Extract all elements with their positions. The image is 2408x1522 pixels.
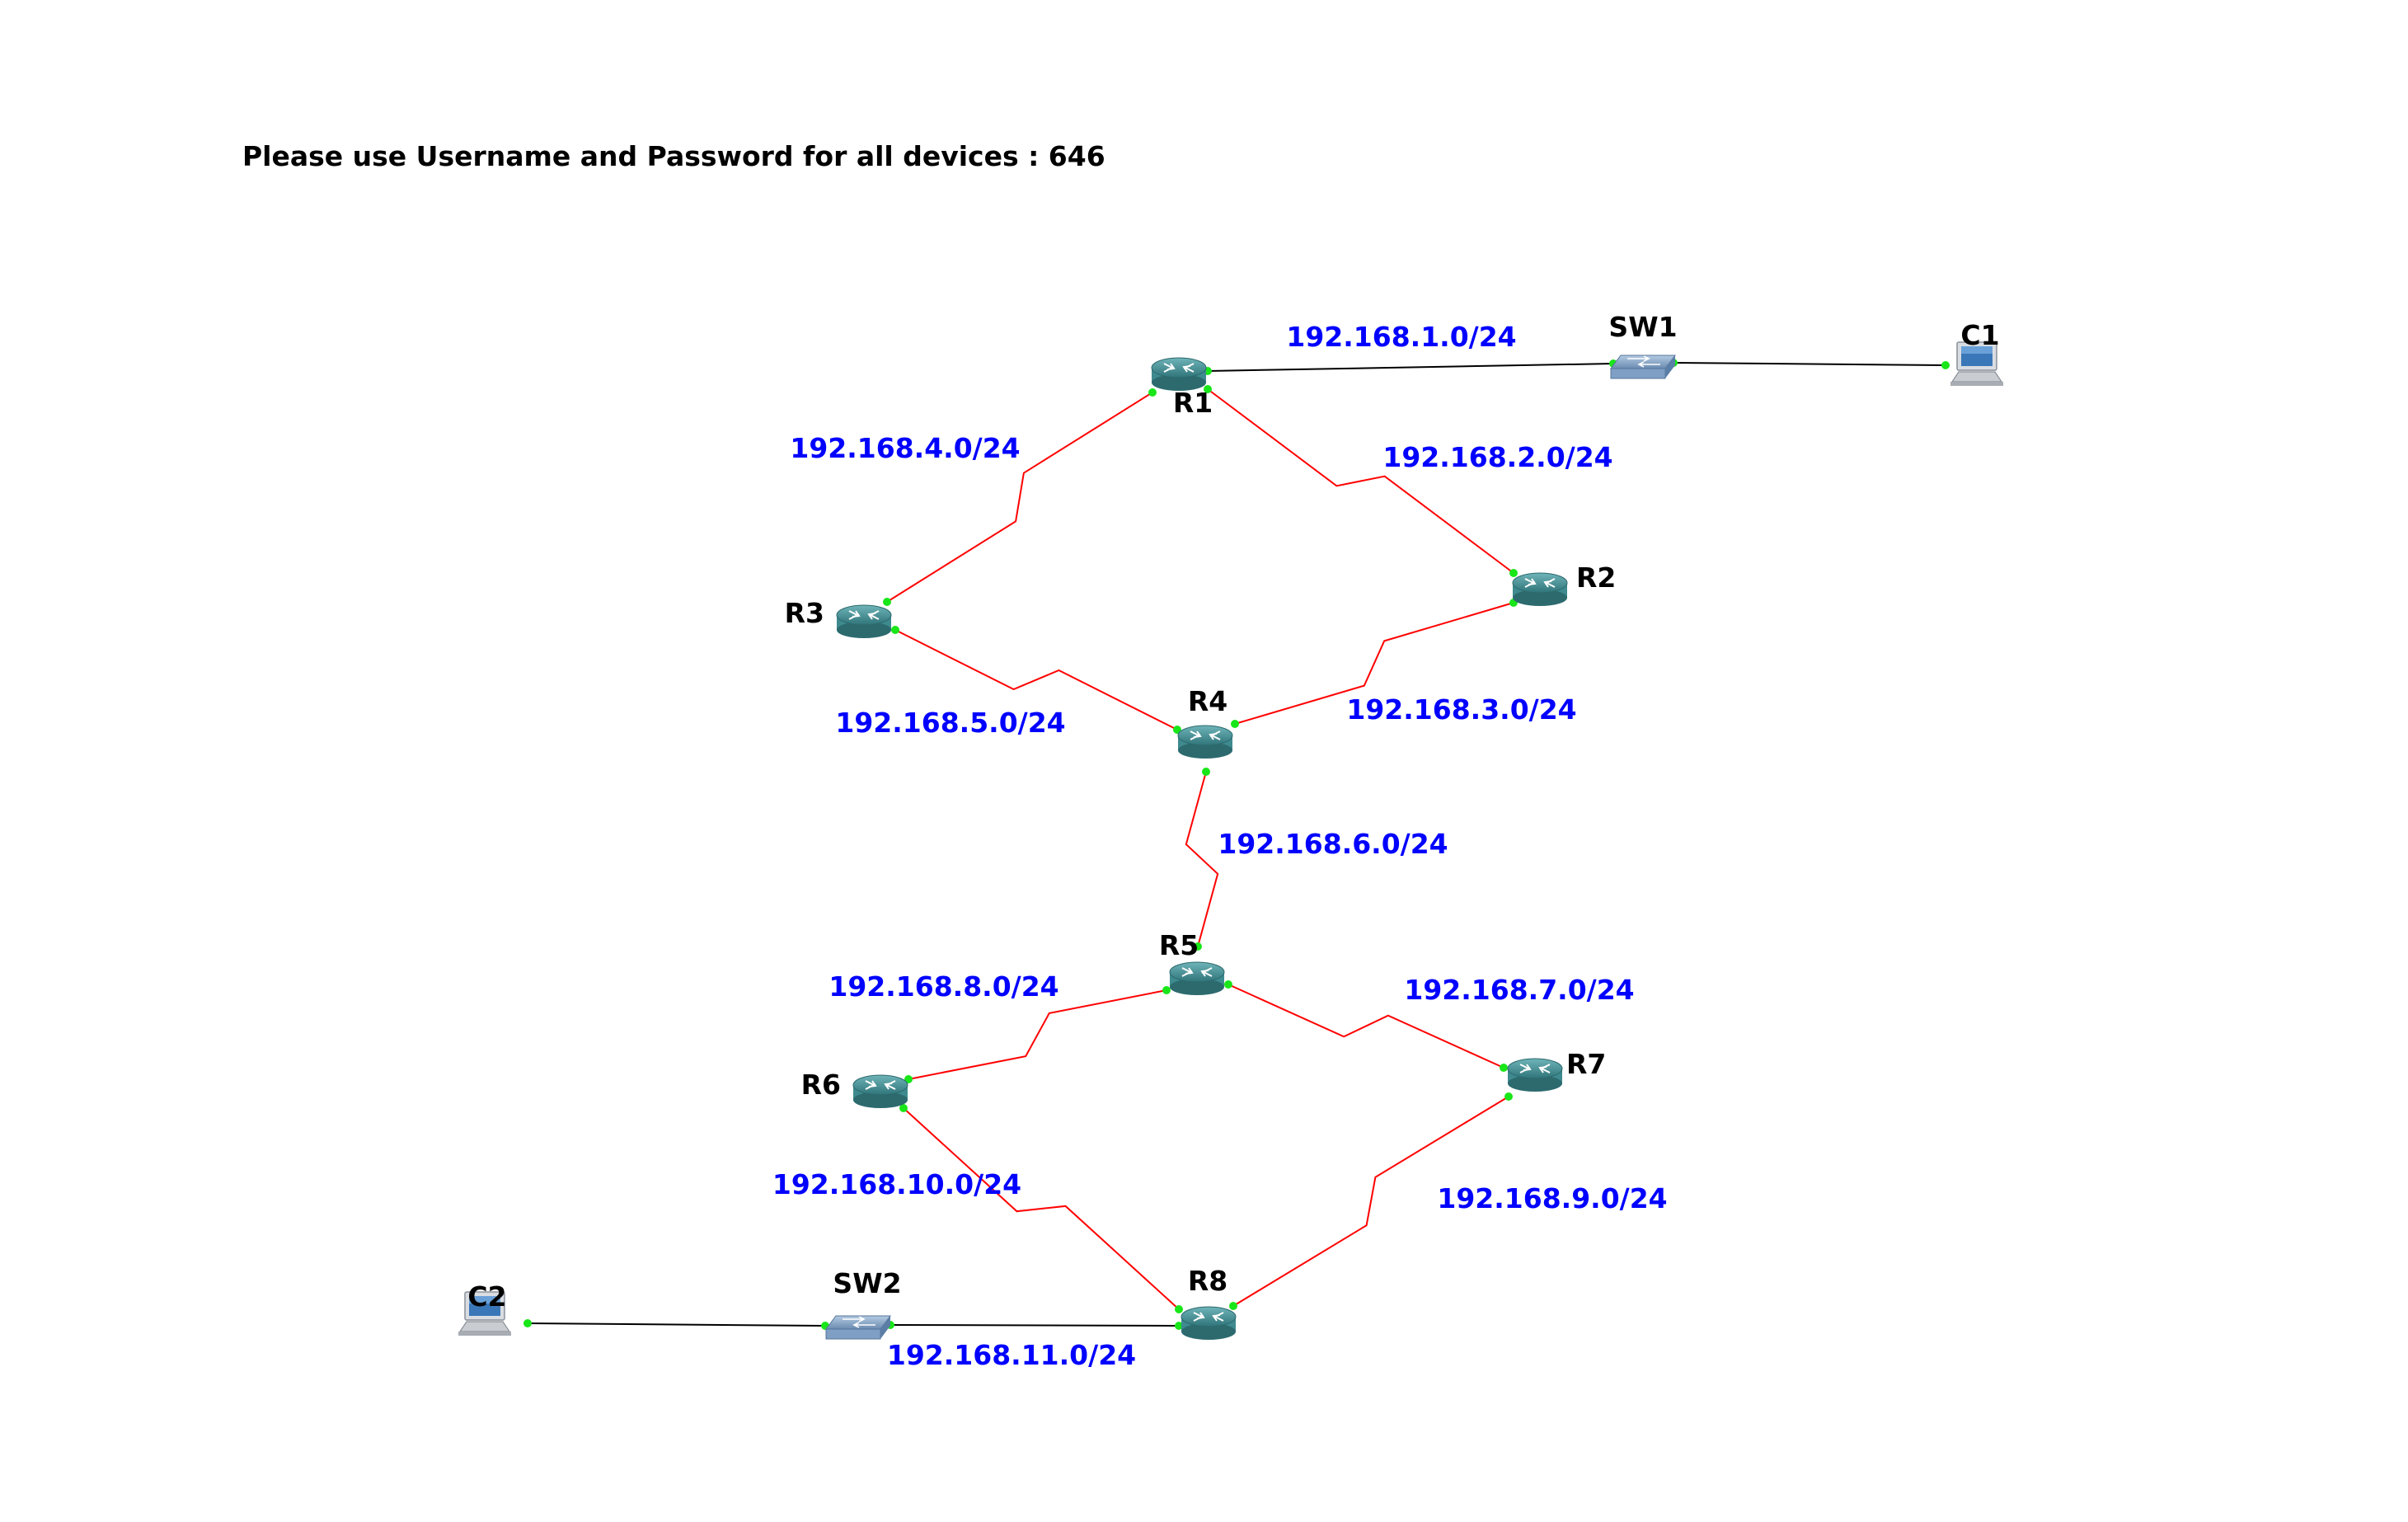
port-dot — [1148, 388, 1157, 397]
serial-link-r3-r4 — [894, 629, 1178, 730]
port-dot — [1175, 1305, 1183, 1313]
computer-icon — [1950, 341, 2003, 386]
switch-icon — [1610, 355, 1676, 379]
router-icon — [1512, 572, 1568, 606]
switch-sw1[interactable] — [1610, 355, 1676, 379]
subnet-label-r1-r3: 192.168.4.0/24 — [790, 432, 1020, 464]
serial-link-r4-r5 — [1185, 771, 1219, 947]
device-label-r1: R1 — [1173, 387, 1213, 419]
router-icon — [1177, 725, 1233, 759]
computer-c1[interactable] — [1950, 341, 2003, 386]
router-icon — [1169, 961, 1225, 995]
port-dot — [1500, 1064, 1508, 1072]
port-dot — [904, 1075, 913, 1083]
port-dot — [1204, 385, 1212, 393]
port-dot — [1941, 361, 1950, 369]
switch-icon — [825, 1315, 891, 1340]
subnet-label-r5-r7: 192.168.7.0/24 — [1404, 974, 1634, 1006]
serial-link-r1-r2 — [1207, 388, 1514, 574]
serial-link-r5-r7 — [1227, 984, 1504, 1069]
subnet-label-r4-r5: 192.168.6.0/24 — [1218, 828, 1448, 860]
ethernet-link-r1-sw1 — [1207, 363, 1614, 372]
subnet-label-r2-r4: 192.168.3.0/24 — [1346, 693, 1576, 726]
router-icon — [1181, 1306, 1237, 1340]
router-icon — [1151, 357, 1207, 391]
serial-link-r5-r6 — [908, 989, 1167, 1080]
router-r2[interactable] — [1512, 572, 1568, 606]
port-dot — [891, 626, 899, 634]
port-dot — [883, 598, 891, 606]
credentials-note: Please use Username and Password for all… — [242, 140, 1105, 172]
port-dot — [523, 1319, 532, 1327]
device-label-c1: C1 — [1960, 319, 1999, 351]
device-label-r3: R3 — [785, 597, 824, 629]
device-label-sw1: SW1 — [1608, 311, 1677, 343]
device-label-r4: R4 — [1188, 685, 1227, 717]
device-label-r7: R7 — [1566, 1048, 1606, 1080]
subnet-label-r6-r8: 192.168.10.0/24 — [772, 1168, 1021, 1200]
router-icon — [1507, 1058, 1563, 1092]
subnet-label-r7-r8: 192.168.9.0/24 — [1437, 1182, 1667, 1214]
port-dot — [1231, 720, 1239, 728]
port-dot — [1509, 569, 1518, 577]
port-dot — [1194, 942, 1202, 951]
port-dot — [1202, 768, 1210, 776]
computer-icon — [458, 1291, 511, 1336]
router-r1[interactable] — [1151, 357, 1207, 391]
subnet-label-r1-r2: 192.168.2.0/24 — [1382, 441, 1612, 473]
router-r3[interactable] — [836, 604, 892, 638]
subnet-label-r5-r6: 192.168.8.0/24 — [828, 970, 1058, 1003]
router-r7[interactable] — [1507, 1058, 1563, 1092]
port-dot — [1175, 1322, 1183, 1330]
serial-link-r2-r4 — [1234, 602, 1514, 725]
subnet-label-r3-r4: 192.168.5.0/24 — [835, 707, 1065, 739]
serial-link-r6-r8 — [903, 1107, 1180, 1310]
port-dot — [1173, 726, 1181, 734]
router-r8[interactable] — [1181, 1306, 1237, 1340]
serial-link-r1-r3 — [886, 392, 1153, 603]
computer-c2[interactable] — [458, 1291, 511, 1336]
router-icon — [836, 604, 892, 638]
router-r5[interactable] — [1169, 961, 1225, 995]
device-label-r2: R2 — [1576, 561, 1616, 594]
device-label-c2: C2 — [467, 1280, 506, 1313]
serial-link-r7-r8 — [1232, 1096, 1509, 1307]
port-dot — [1162, 986, 1171, 994]
subnet-label-sw2-r8: 192.168.11.0/24 — [887, 1339, 1136, 1371]
switch-sw2[interactable] — [825, 1315, 891, 1340]
router-icon — [852, 1074, 908, 1108]
port-dot — [1504, 1092, 1513, 1101]
port-dot — [899, 1104, 908, 1112]
device-label-r8: R8 — [1188, 1265, 1227, 1297]
port-dot — [1229, 1302, 1237, 1310]
ethernet-link-c2-sw2 — [527, 1322, 826, 1327]
port-dot — [1224, 980, 1232, 989]
device-label-sw2: SW2 — [833, 1267, 901, 1299]
device-label-r5: R5 — [1159, 929, 1199, 961]
ethernet-link-sw1-c1 — [1673, 362, 1946, 366]
subnet-label-r1-sw1: 192.168.1.0/24 — [1286, 321, 1516, 353]
device-label-r6: R6 — [801, 1069, 841, 1101]
router-r4[interactable] — [1177, 725, 1233, 759]
router-r6[interactable] — [852, 1074, 908, 1108]
ethernet-link-sw2-r8 — [890, 1324, 1180, 1327]
